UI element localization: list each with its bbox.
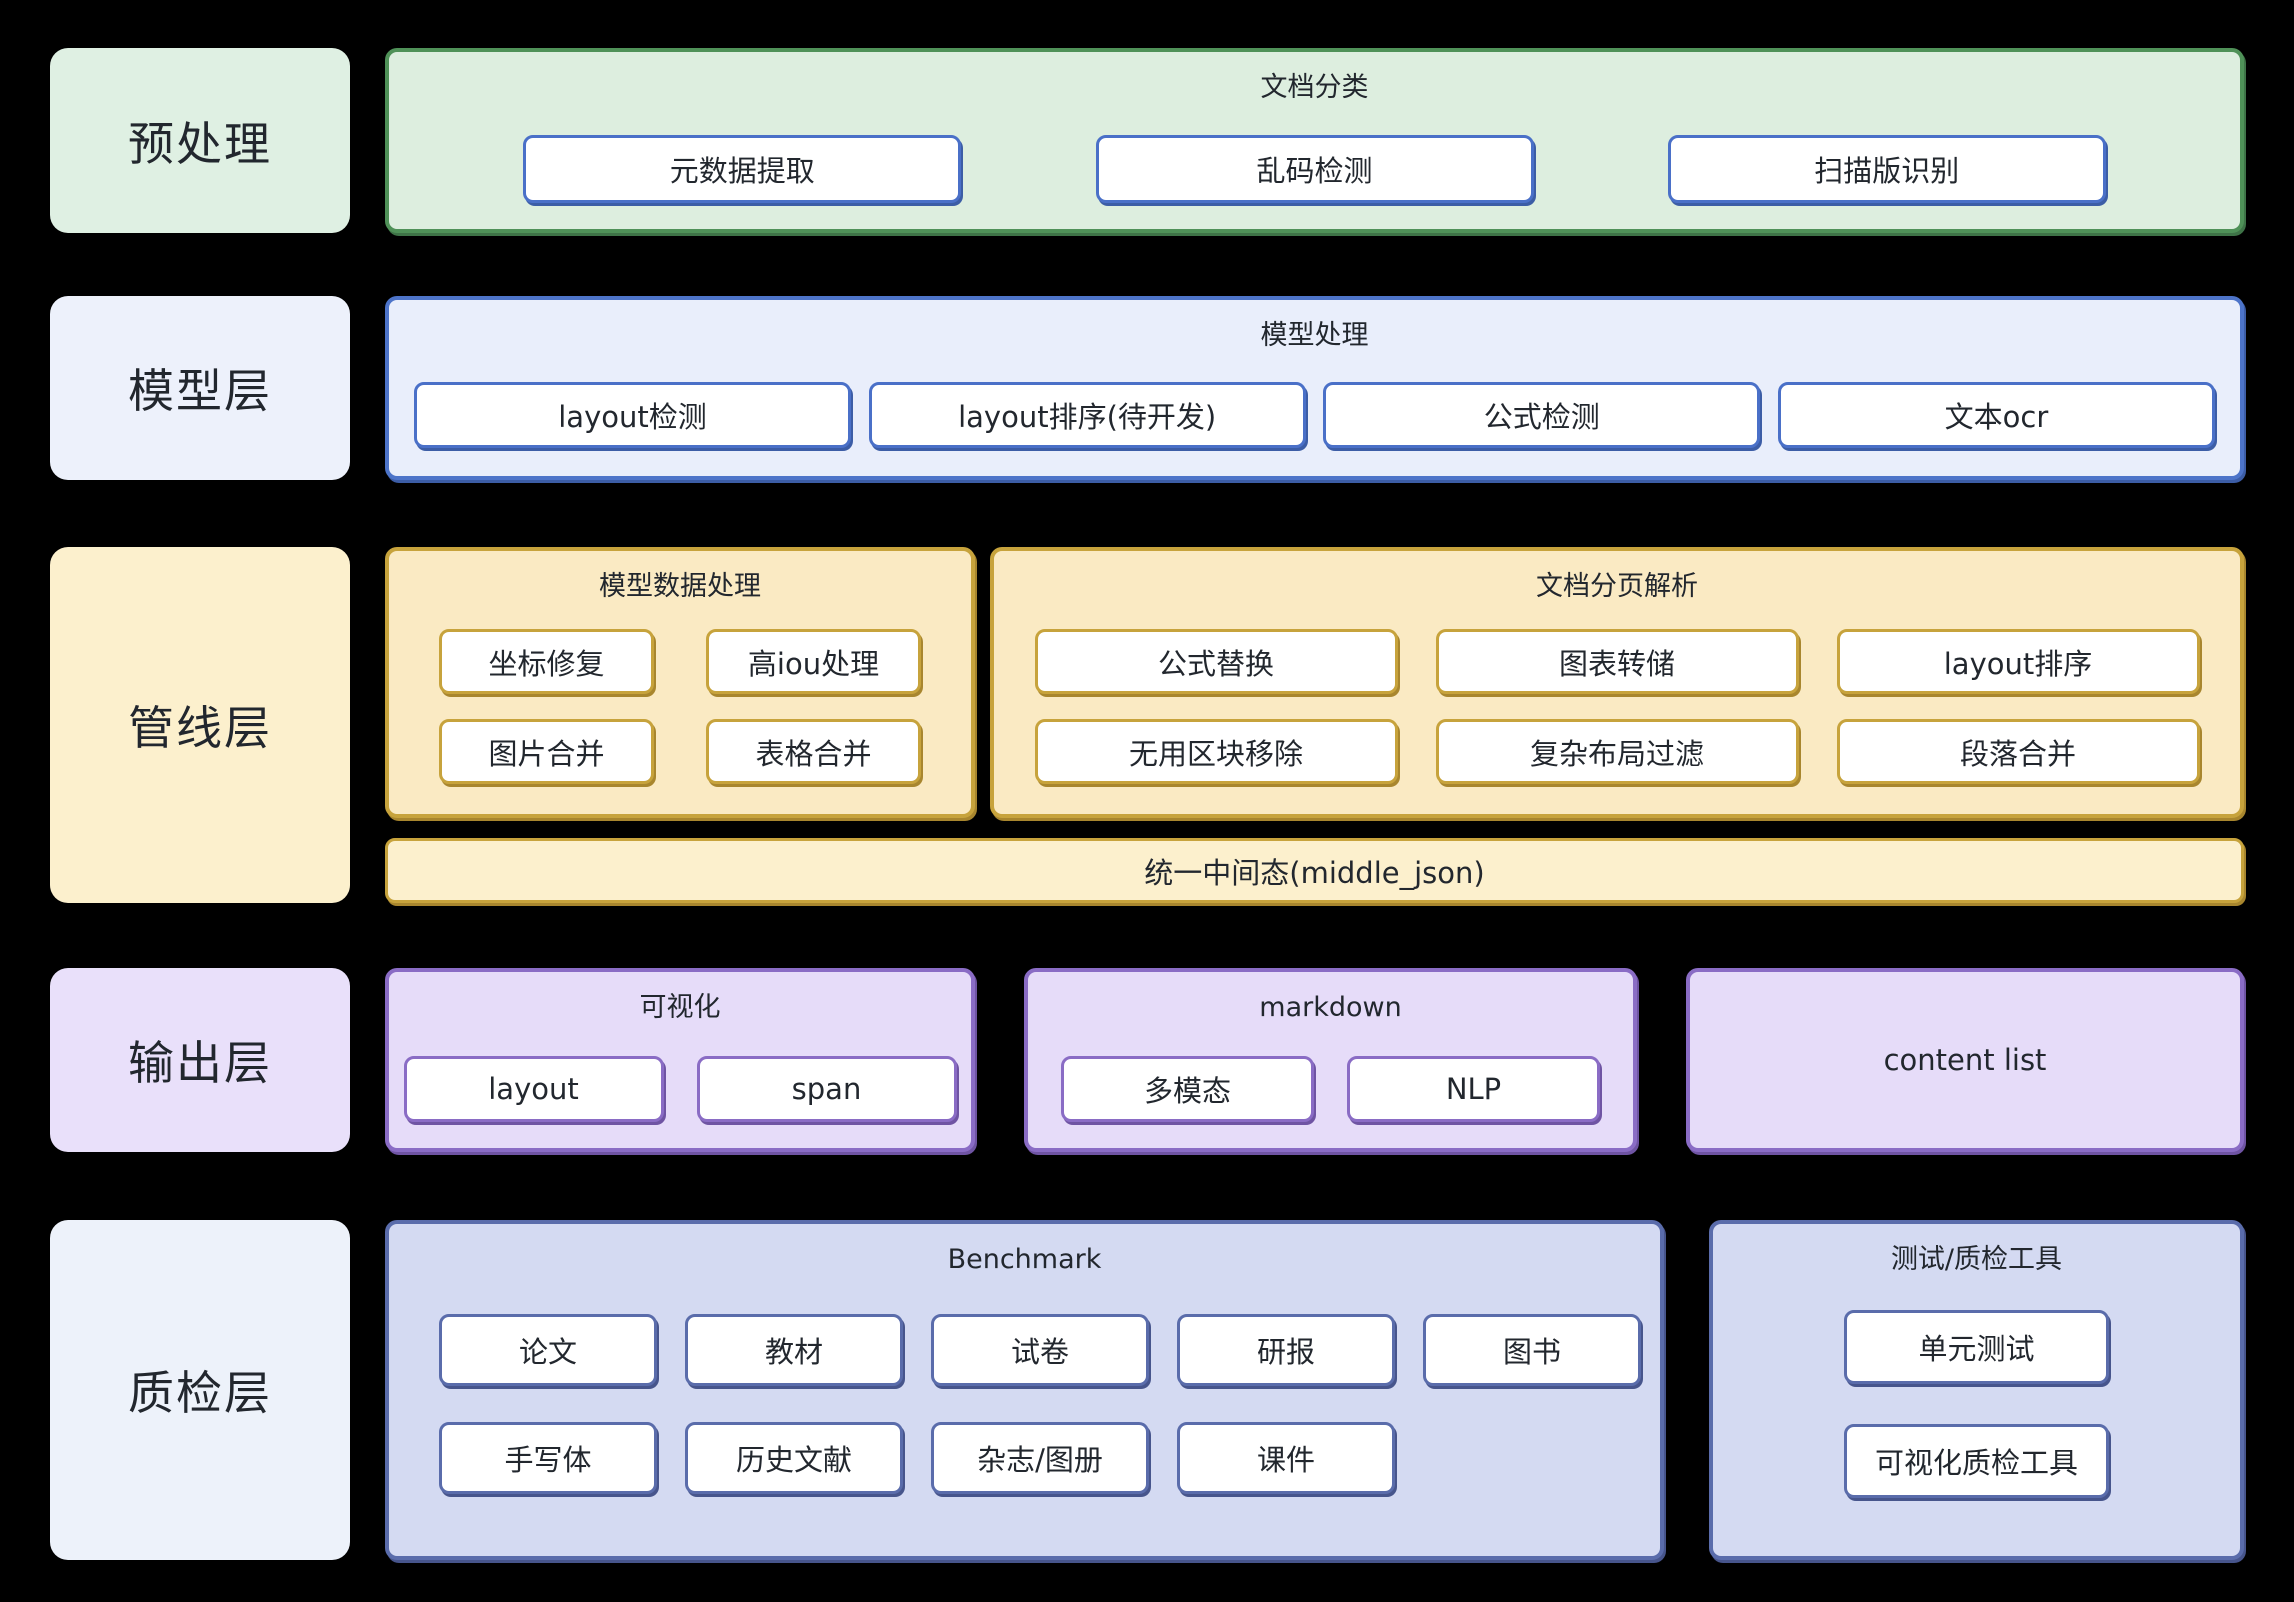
node-layout-detection: layout检测 <box>414 382 851 448</box>
layer-label-preprocess: 预处理 <box>50 48 350 233</box>
node-scanned-version-recognition: 扫描版识别 <box>1667 135 2106 203</box>
group-title-doc-page-parsing: 文档分页解析 <box>1536 571 1698 602</box>
group-model-processing: 模型处理 layout检测 layout排序(待开发) 公式检测 文本ocr <box>385 296 2244 480</box>
node-table-merge: 表格合并 <box>706 719 921 784</box>
layer-row-output: 输出层 可视化 layout span markdown 多模态 NLP con… <box>50 968 2244 1152</box>
group-title-test-qa-tools: 测试/质检工具 <box>1890 1244 2063 1275</box>
node-research-report: 研报 <box>1177 1314 1395 1386</box>
group-test-qa-tools: 测试/质检工具 单元测试 可视化质检工具 <box>1709 1220 2244 1560</box>
node-exam-paper: 试卷 <box>931 1314 1149 1386</box>
layer-row-model: 模型层 模型处理 layout检测 layout排序(待开发) 公式检测 文本o… <box>50 296 2244 480</box>
node-magazine-album: 杂志/图册 <box>931 1422 1149 1494</box>
layer-label-pipeline: 管线层 <box>50 547 350 903</box>
group-title-content-list: content list <box>1883 1043 2047 1077</box>
node-historical-document: 历史文献 <box>685 1422 903 1494</box>
node-complex-layout-filter: 复杂布局过滤 <box>1435 719 1799 784</box>
node-visual-qa-tool: 可视化质检工具 <box>1844 1424 2109 1498</box>
node-book: 图书 <box>1423 1314 1641 1386</box>
layer-label-output: 输出层 <box>50 968 350 1152</box>
node-paper: 论文 <box>439 1314 657 1386</box>
node-garbled-text-detection: 乱码检测 <box>1095 135 1534 203</box>
node-high-iou-processing: 高iou处理 <box>706 629 921 694</box>
node-formula-replace: 公式替换 <box>1034 629 1398 694</box>
group-title-model-data-processing: 模型数据处理 <box>599 571 761 602</box>
node-span: span <box>696 1056 957 1122</box>
node-chart-dump: 图表转储 <box>1435 629 1799 694</box>
node-image-merge: 图片合并 <box>439 719 654 784</box>
group-title-visualization: 可视化 <box>639 992 721 1023</box>
node-text-ocr: 文本ocr <box>1777 382 2215 448</box>
layer-row-qa: 质检层 Benchmark 论文 教材 试卷 研报 图书 手写体 历史文献 杂志… <box>50 1220 2244 1560</box>
group-content-list: content list <box>1686 968 2244 1152</box>
node-textbook: 教材 <box>685 1314 903 1386</box>
group-title-doc-classification: 文档分类 <box>1260 72 1369 103</box>
group-doc-classification: 文档分类 元数据提取 乱码检测 扫描版识别 <box>385 48 2244 233</box>
layer-label-qa: 质检层 <box>50 1220 350 1560</box>
group-markdown: markdown 多模态 NLP <box>1024 968 1637 1152</box>
node-courseware: 课件 <box>1177 1422 1395 1494</box>
node-layout-sort-wip: layout排序(待开发) <box>868 382 1306 448</box>
node-metadata-extraction: 元数据提取 <box>523 135 962 203</box>
node-nlp: NLP <box>1347 1056 1600 1122</box>
node-unit-test: 单元测试 <box>1844 1310 2109 1384</box>
node-formula-detection: 公式检测 <box>1323 382 1761 448</box>
layer-row-preprocess: 预处理 文档分类 元数据提取 乱码检测 扫描版识别 <box>50 48 2244 233</box>
node-useless-block-removal: 无用区块移除 <box>1034 719 1398 784</box>
layer-label-model: 模型层 <box>50 296 350 480</box>
group-visualization: 可视化 layout span <box>385 968 975 1152</box>
group-title-benchmark: Benchmark <box>947 1244 1102 1275</box>
layer-row-pipeline: 管线层 模型数据处理 坐标修复 高iou处理 图片合并 表格合并 文档分页解析 … <box>50 547 2244 903</box>
group-benchmark: Benchmark 论文 教材 试卷 研报 图书 手写体 历史文献 杂志/图册 … <box>385 1220 1664 1560</box>
group-title-model-processing: 模型处理 <box>1260 320 1369 351</box>
group-doc-page-parsing: 文档分页解析 公式替换 图表转储 layout排序 无用区块移除 复杂布局过滤 … <box>990 547 2244 818</box>
node-layout: layout <box>403 1056 664 1122</box>
node-coordinate-fix: 坐标修复 <box>439 629 654 694</box>
node-layout-sort: layout排序 <box>1836 629 2200 694</box>
node-paragraph-merge: 段落合并 <box>1836 719 2200 784</box>
group-title-markdown: markdown <box>1259 992 1402 1023</box>
node-middle-json-bar: 统一中间态(middle_json) <box>385 838 2244 903</box>
node-multimodal: 多模态 <box>1061 1056 1314 1122</box>
group-model-data-processing: 模型数据处理 坐标修复 高iou处理 图片合并 表格合并 <box>385 547 975 818</box>
node-handwriting: 手写体 <box>439 1422 657 1494</box>
